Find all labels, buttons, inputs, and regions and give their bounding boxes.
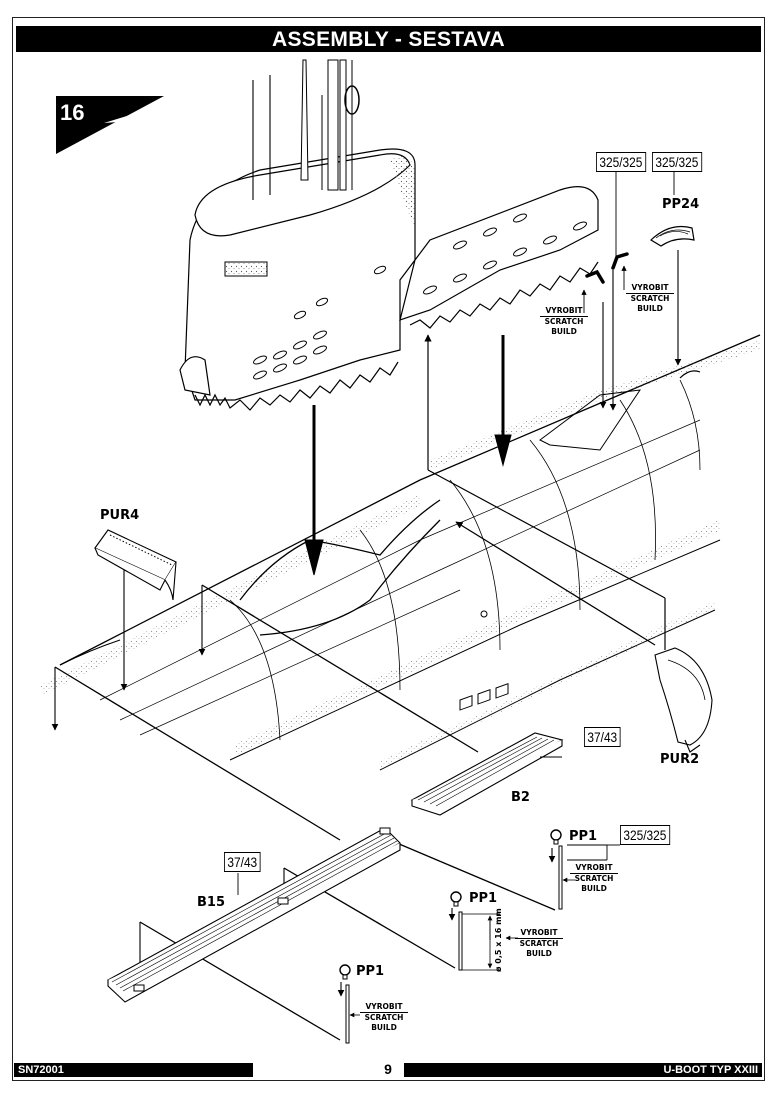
scratch-note-line1: SCRATCH [630,294,670,303]
ref-box-top-left: 325/325 [596,152,646,172]
part-b15 [107,827,401,1003]
step-number: 16 [60,100,85,125]
assembly-arrows [51,250,682,1041]
part-pur2 [654,647,713,753]
ref-box-pp1: 325/325 [620,825,670,845]
label-pp1-middle: PP1 [469,891,498,906]
hull [39,334,762,771]
ref-box-b15: 37/43 [224,852,261,872]
label-pp1-bottom: PP1 [356,964,385,979]
scratch-note-line1: SCRATCH [544,317,584,326]
scratch-note-pp1-middle: VYROBIT SCRATCH BUILD [515,928,563,959]
scratch-note-line1: SCRATCH [574,874,614,883]
scratch-note-pp1-bottom: VYROBIT SCRATCH BUILD [360,1002,408,1033]
scratch-note-line2: BUILD [526,949,552,958]
scratch-note-line2: BUILD [371,1023,397,1032]
scratch-note-line2: BUILD [637,304,663,313]
label-pp24: PP24 [662,197,700,212]
scratch-note-line1: SCRATCH [519,939,559,948]
step-flag-icon [56,96,164,154]
footer-page-number: 9 [384,1061,392,1077]
part-b2 [410,732,564,816]
ref-box-b2: 37/43 [584,727,621,747]
scratch-rods [585,252,629,284]
part-pur4 [94,529,177,601]
part-pp24 [650,225,695,247]
scratch-note-left: VYROBIT SCRATCH BUILD [540,306,588,337]
scratch-note-line2: BUILD [581,884,607,893]
ref-box-top-right: 325/325 [652,152,702,172]
dimension-note: ø 0,5 x 16 mm [494,908,503,972]
scratch-note-czech: VYROBIT [626,283,674,294]
label-b15: B15 [197,895,225,910]
label-b2: B2 [511,790,530,805]
scratch-note-czech: VYROBIT [360,1002,408,1013]
scratch-note-line2: BUILD [551,327,577,336]
page-frame [12,17,765,1081]
label-pur4: PUR4 [100,508,140,523]
scratch-note-line1: SCRATCH [364,1013,404,1022]
scratch-note-right: VYROBIT SCRATCH BUILD [626,283,674,314]
scratch-note-pp1-top: VYROBIT SCRATCH BUILD [570,863,618,894]
scratch-note-czech: VYROBIT [515,928,563,939]
header-title: ASSEMBLY - SESTAVA [16,26,761,52]
footer-kit-code: SN72001 [14,1063,253,1077]
footer-model-name: U-BOOT TYP XXIII [404,1063,762,1077]
label-pp1-top: PP1 [569,829,598,844]
scratch-note-czech: VYROBIT [570,863,618,874]
conning-tower [179,59,599,411]
pp1-rods [237,172,675,1044]
label-pur2: PUR2 [660,752,700,767]
scratch-note-czech: VYROBIT [540,306,588,317]
